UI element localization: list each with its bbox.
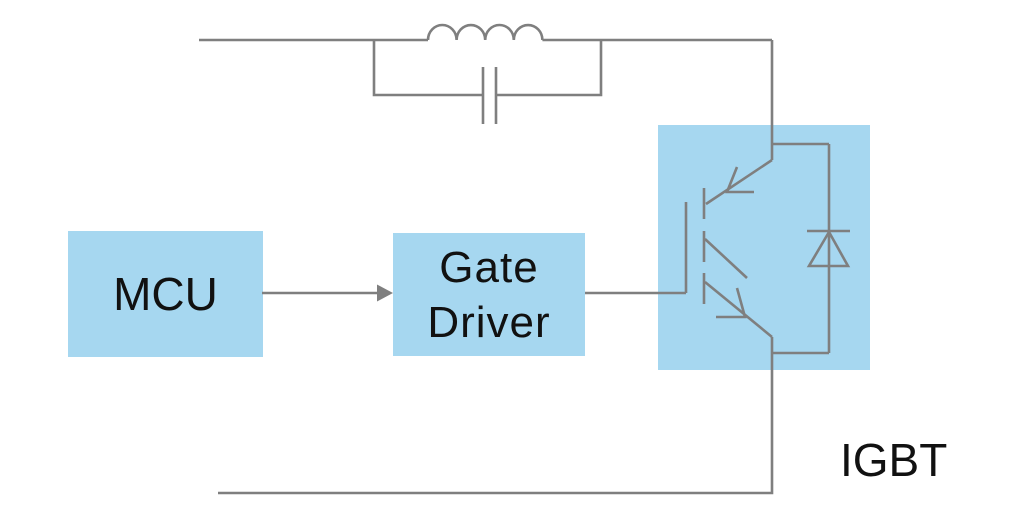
gate-driver-label-line1: Gate (439, 242, 539, 292)
igbt-collector-diagonal (705, 158, 773, 206)
lc-branch-left-wire (372, 40, 483, 97)
bottom-bus-wire (218, 337, 774, 495)
gate-driver-block: Gate Driver (393, 233, 585, 356)
signal-arrowhead-icon (377, 284, 393, 302)
lc-branch-right-wire (496, 40, 603, 97)
diode-symbol (806, 229, 851, 268)
igbt-emitter-arrowhead (716, 287, 747, 319)
igbt-label: IGBT (840, 434, 948, 486)
igbt-emitter-diagonal (704, 280, 773, 339)
capacitor-symbol (481, 67, 498, 124)
mcu-block: MCU (68, 231, 263, 357)
inductor-symbol (426, 23, 544, 41)
igbt-symbol (684, 158, 773, 339)
igbt-middle-diagonal (704, 238, 748, 279)
igbt-collector-arrowhead (725, 166, 754, 194)
gate-driver-label-line2: Driver (427, 297, 551, 347)
mcu-label: MCU (113, 268, 218, 320)
